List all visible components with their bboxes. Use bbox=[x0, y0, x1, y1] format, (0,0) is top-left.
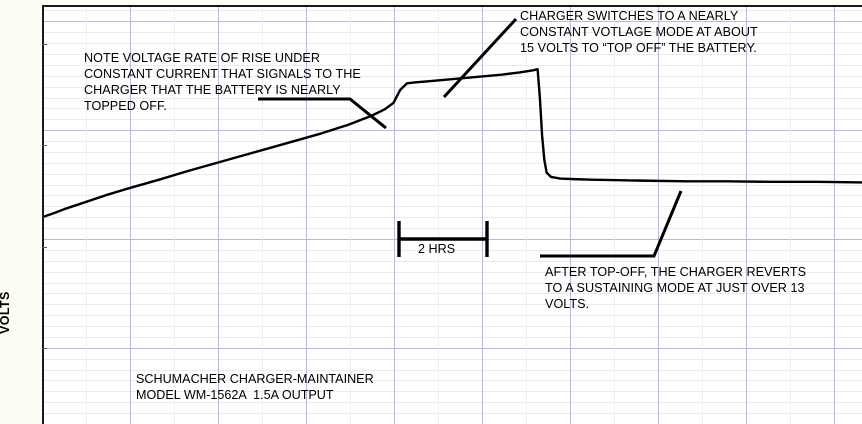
gridline-minor-horizontal bbox=[42, 98, 862, 99]
gridline-minor-horizontal bbox=[42, 217, 862, 218]
gridline-minor-horizontal bbox=[42, 65, 862, 66]
y-tick-mark bbox=[42, 348, 47, 349]
gridline-minor-horizontal bbox=[42, 413, 862, 414]
gridline-major-vertical bbox=[394, 5, 395, 424]
gridline-minor-horizontal bbox=[42, 54, 862, 55]
voltage-curve-line bbox=[42, 68, 862, 219]
gridline-minor-horizontal bbox=[42, 304, 862, 305]
gridline-major-vertical bbox=[658, 5, 659, 424]
gridline-major-horizontal bbox=[42, 348, 862, 349]
annotation-note-voltage-rate: NOTE VOLTAGE RATE OF RISE UNDER CONSTANT… bbox=[84, 51, 361, 114]
plot-top-border bbox=[42, 5, 862, 7]
gridline-major-vertical bbox=[834, 5, 835, 424]
annotation-after-top-off: AFTER TOP-OFF, THE CHARGER REVERTS TO A … bbox=[545, 265, 807, 312]
y-tick-mark bbox=[42, 145, 47, 146]
chart-caption: SCHUMACHER CHARGER-MAINTAINER MODEL WM-1… bbox=[136, 372, 374, 403]
gridline-minor-vertical bbox=[526, 5, 527, 424]
gridline-minor-horizontal bbox=[42, 10, 862, 11]
gridline-minor-horizontal bbox=[42, 370, 862, 371]
gridline-minor-horizontal bbox=[42, 272, 862, 273]
gridline-major-vertical bbox=[570, 5, 571, 424]
two-hours-span-marker bbox=[397, 221, 489, 257]
gridline-minor-vertical bbox=[790, 5, 791, 424]
leader-line-note-voltage-rate bbox=[258, 97, 387, 130]
gridline-minor-vertical bbox=[174, 5, 175, 424]
gridline-minor-horizontal bbox=[42, 174, 862, 175]
leader-line-charger-switches bbox=[442, 17, 518, 99]
gridline-minor-vertical bbox=[350, 5, 351, 424]
gridline-minor-horizontal bbox=[42, 261, 862, 262]
gridline-minor-horizontal bbox=[42, 195, 862, 196]
gridline-minor-vertical bbox=[86, 5, 87, 424]
gridline-minor-vertical bbox=[614, 5, 615, 424]
plot-area bbox=[42, 5, 862, 424]
gridline-minor-vertical bbox=[262, 5, 263, 424]
gridline-minor-horizontal bbox=[42, 152, 862, 153]
gridline-major-vertical bbox=[746, 5, 747, 424]
gridline-major-horizontal bbox=[42, 130, 862, 131]
gridline-minor-horizontal bbox=[42, 359, 862, 360]
y-tick-mark bbox=[42, 44, 47, 45]
data-curve-layer bbox=[42, 68, 862, 219]
gridline-minor-horizontal bbox=[42, 185, 862, 186]
gridline-minor-horizontal bbox=[42, 315, 862, 316]
gridline-major-vertical bbox=[130, 5, 131, 424]
gridline-minor-vertical bbox=[438, 5, 439, 424]
gridline-minor-horizontal bbox=[42, 391, 862, 392]
gridline-major-vertical bbox=[482, 5, 483, 424]
gridline-minor-horizontal bbox=[42, 206, 862, 207]
gridline-minor-horizontal bbox=[42, 250, 862, 251]
gridline-minor-horizontal bbox=[42, 43, 862, 44]
gridline-minor-horizontal bbox=[42, 283, 862, 284]
annotation-charger-switches: CHARGER SWITCHES TO A NEARLY CONSTANT VO… bbox=[520, 9, 758, 56]
gridline-minor-horizontal bbox=[42, 402, 862, 403]
gridline-minor-horizontal bbox=[42, 141, 862, 142]
gridline-minor-horizontal bbox=[42, 108, 862, 109]
gridline-major-horizontal bbox=[42, 21, 862, 22]
y-tick-mark bbox=[42, 247, 47, 248]
gridline-minor-horizontal bbox=[42, 163, 862, 164]
gridline-minor-horizontal bbox=[42, 228, 862, 229]
gridline-minor-horizontal bbox=[42, 326, 862, 327]
gridline-minor-horizontal bbox=[42, 380, 862, 381]
gridline-major-vertical bbox=[306, 5, 307, 424]
gridline-minor-horizontal bbox=[42, 119, 862, 120]
two-hours-label: 2 HRS bbox=[418, 242, 456, 256]
gridline-minor-horizontal bbox=[42, 337, 862, 338]
gridline-minor-vertical bbox=[702, 5, 703, 424]
leader-line-after-top-off bbox=[540, 190, 683, 258]
y-axis-line bbox=[42, 5, 44, 424]
gridline-minor-horizontal bbox=[42, 76, 862, 77]
gridline-minor-horizontal bbox=[42, 293, 862, 294]
gridline-minor-horizontal bbox=[42, 32, 862, 33]
gridline-major-vertical bbox=[218, 5, 219, 424]
